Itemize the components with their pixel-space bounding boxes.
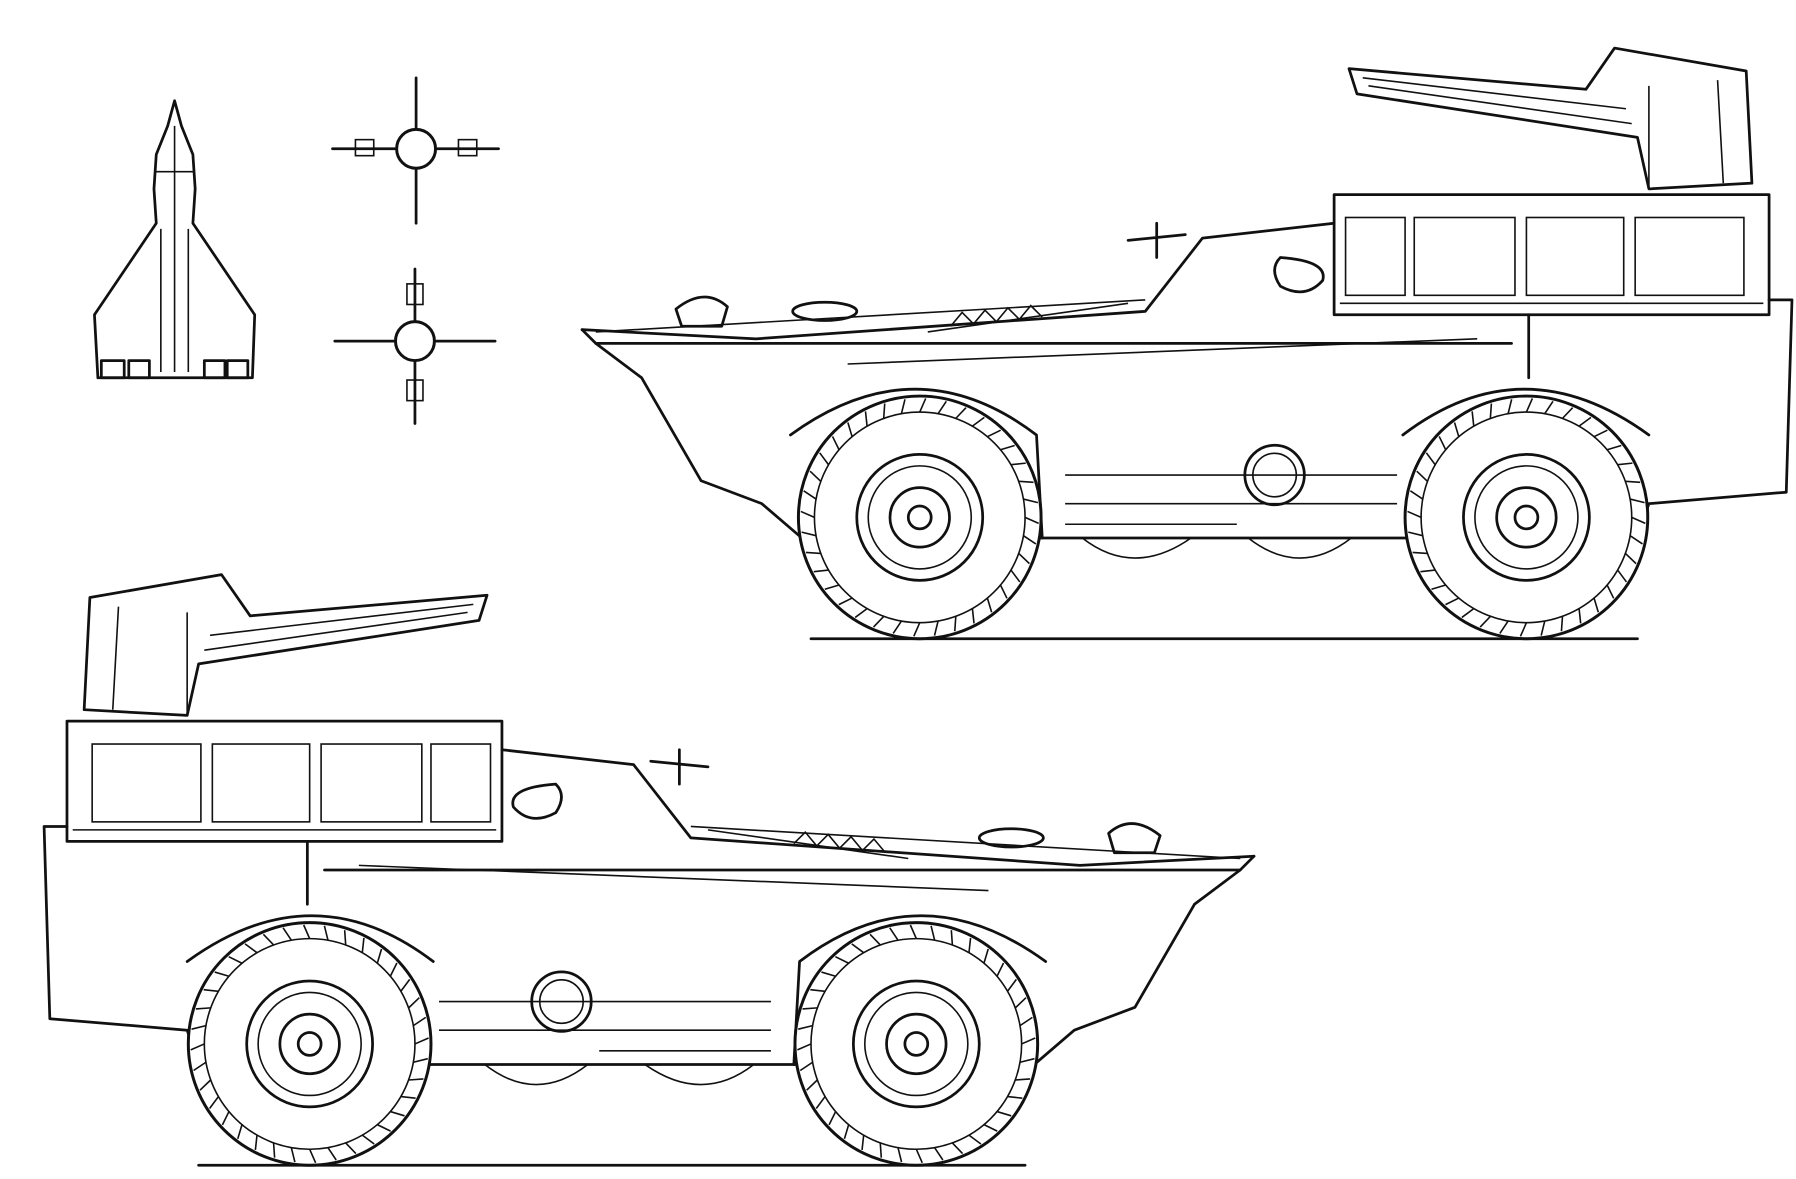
vehicle-side-view-right-facing [44,575,1254,1166]
missile-side-view [93,99,257,380]
missile-rear-view [333,267,497,425]
vehicle-side-view-left-facing [582,48,1792,639]
missile-front-view [331,76,500,225]
